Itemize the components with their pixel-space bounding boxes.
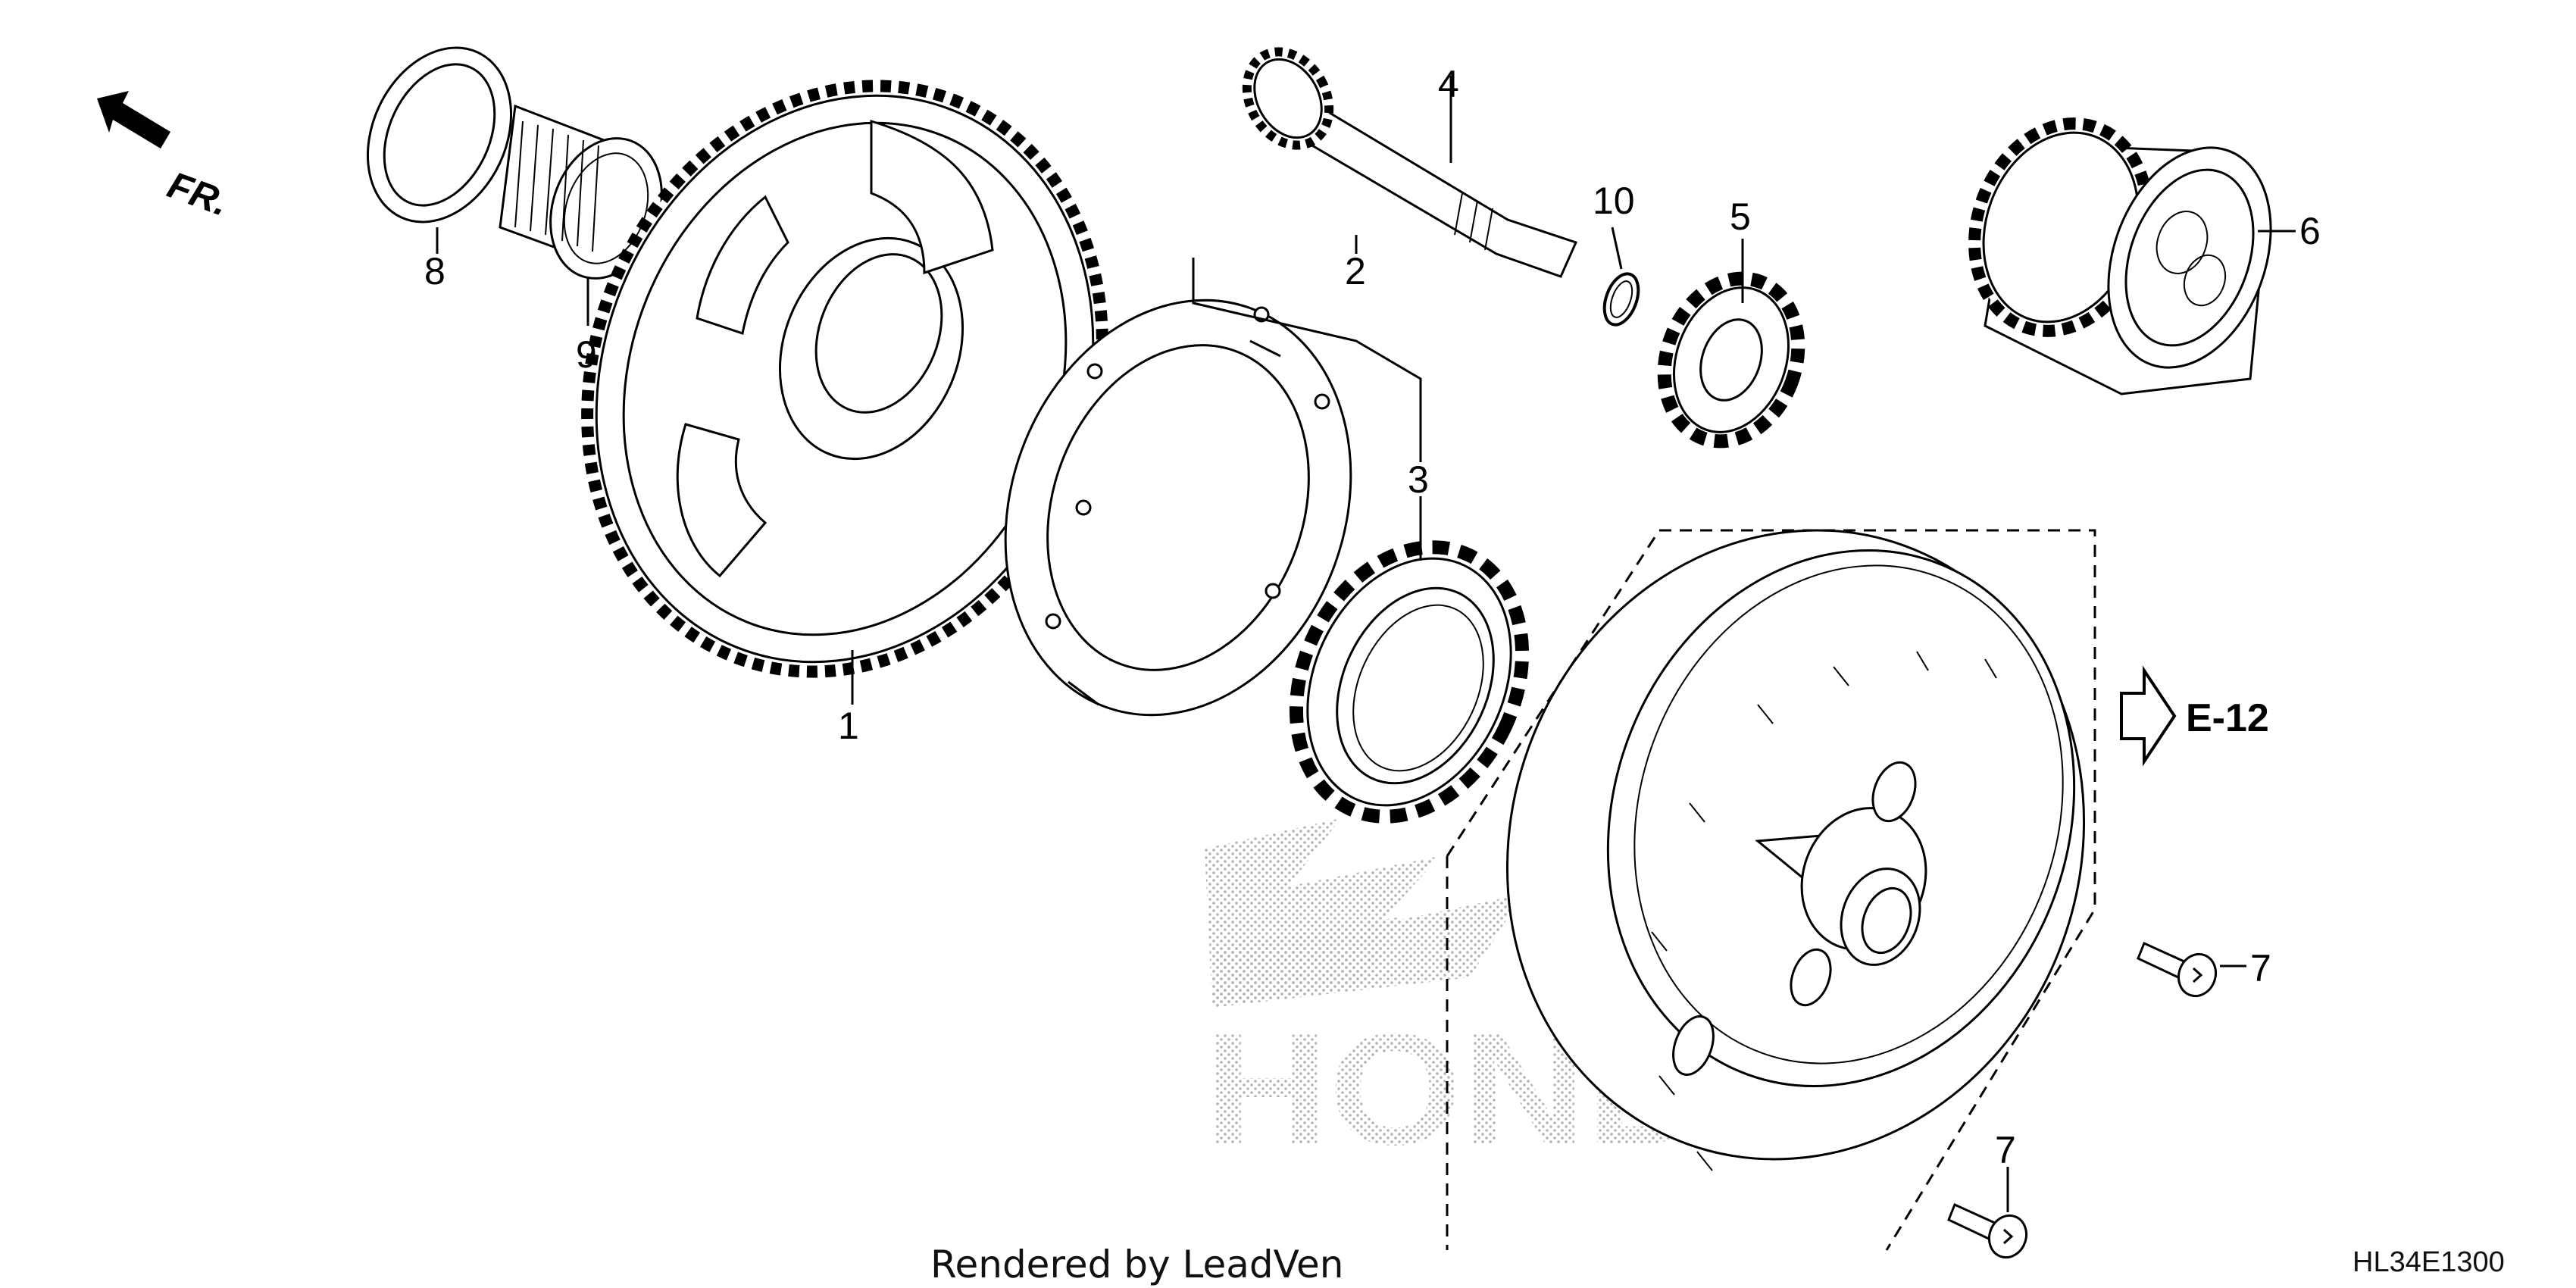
- callout-7-lower: 7: [1995, 1129, 2016, 1171]
- one-way-clutch-outer-part-2[interactable]: [949, 252, 1408, 764]
- idle-gear-part-5[interactable]: [1643, 260, 1821, 461]
- one-way-clutch-part-3[interactable]: [1254, 510, 1565, 854]
- idle-gear-shaft-part-4[interactable]: [1230, 37, 1578, 278]
- callout-9: 9: [576, 333, 597, 376]
- leader-lines: [436, 76, 2296, 1212]
- circlip-part-10[interactable]: [1598, 269, 1645, 329]
- e12-label: E-12: [2186, 696, 2269, 740]
- bolt-part-7-lower[interactable]: [1947, 1202, 2032, 1263]
- front-direction-arrow: FR.: [97, 91, 234, 224]
- reduction-gear-assembly-part-6[interactable]: [1946, 99, 2300, 395]
- callout-2: 2: [1345, 250, 1366, 292]
- starter-driven-gear-part-1[interactable]: [501, 8, 1189, 750]
- e12-reference-arrow[interactable]: E-12: [2120, 665, 2269, 767]
- callout-1: 1: [838, 705, 859, 747]
- callout-10: 10: [1593, 180, 1635, 222]
- callout-5: 5: [1730, 195, 1751, 238]
- callout-8: 8: [424, 250, 445, 292]
- bolt-part-7-upper[interactable]: [2137, 941, 2221, 1002]
- callout-3: 3: [1408, 458, 1429, 501]
- thrust-washer-part-8[interactable]: [341, 24, 539, 245]
- diagram-code: HL34E1300: [2352, 1246, 2505, 1278]
- footer-credit: Rendered by LeadVen: [930, 1243, 1344, 1286]
- callout-4: 4: [1438, 63, 1459, 105]
- fr-label: FR.: [162, 164, 234, 224]
- callout-numbers: 1 2 3 4 5 6 7 7 8 9 10: [424, 63, 2321, 1171]
- callout-6: 6: [2299, 210, 2321, 252]
- clutch-housing[interactable]: [1420, 449, 2171, 1241]
- callout-7-upper: 7: [2250, 947, 2271, 989]
